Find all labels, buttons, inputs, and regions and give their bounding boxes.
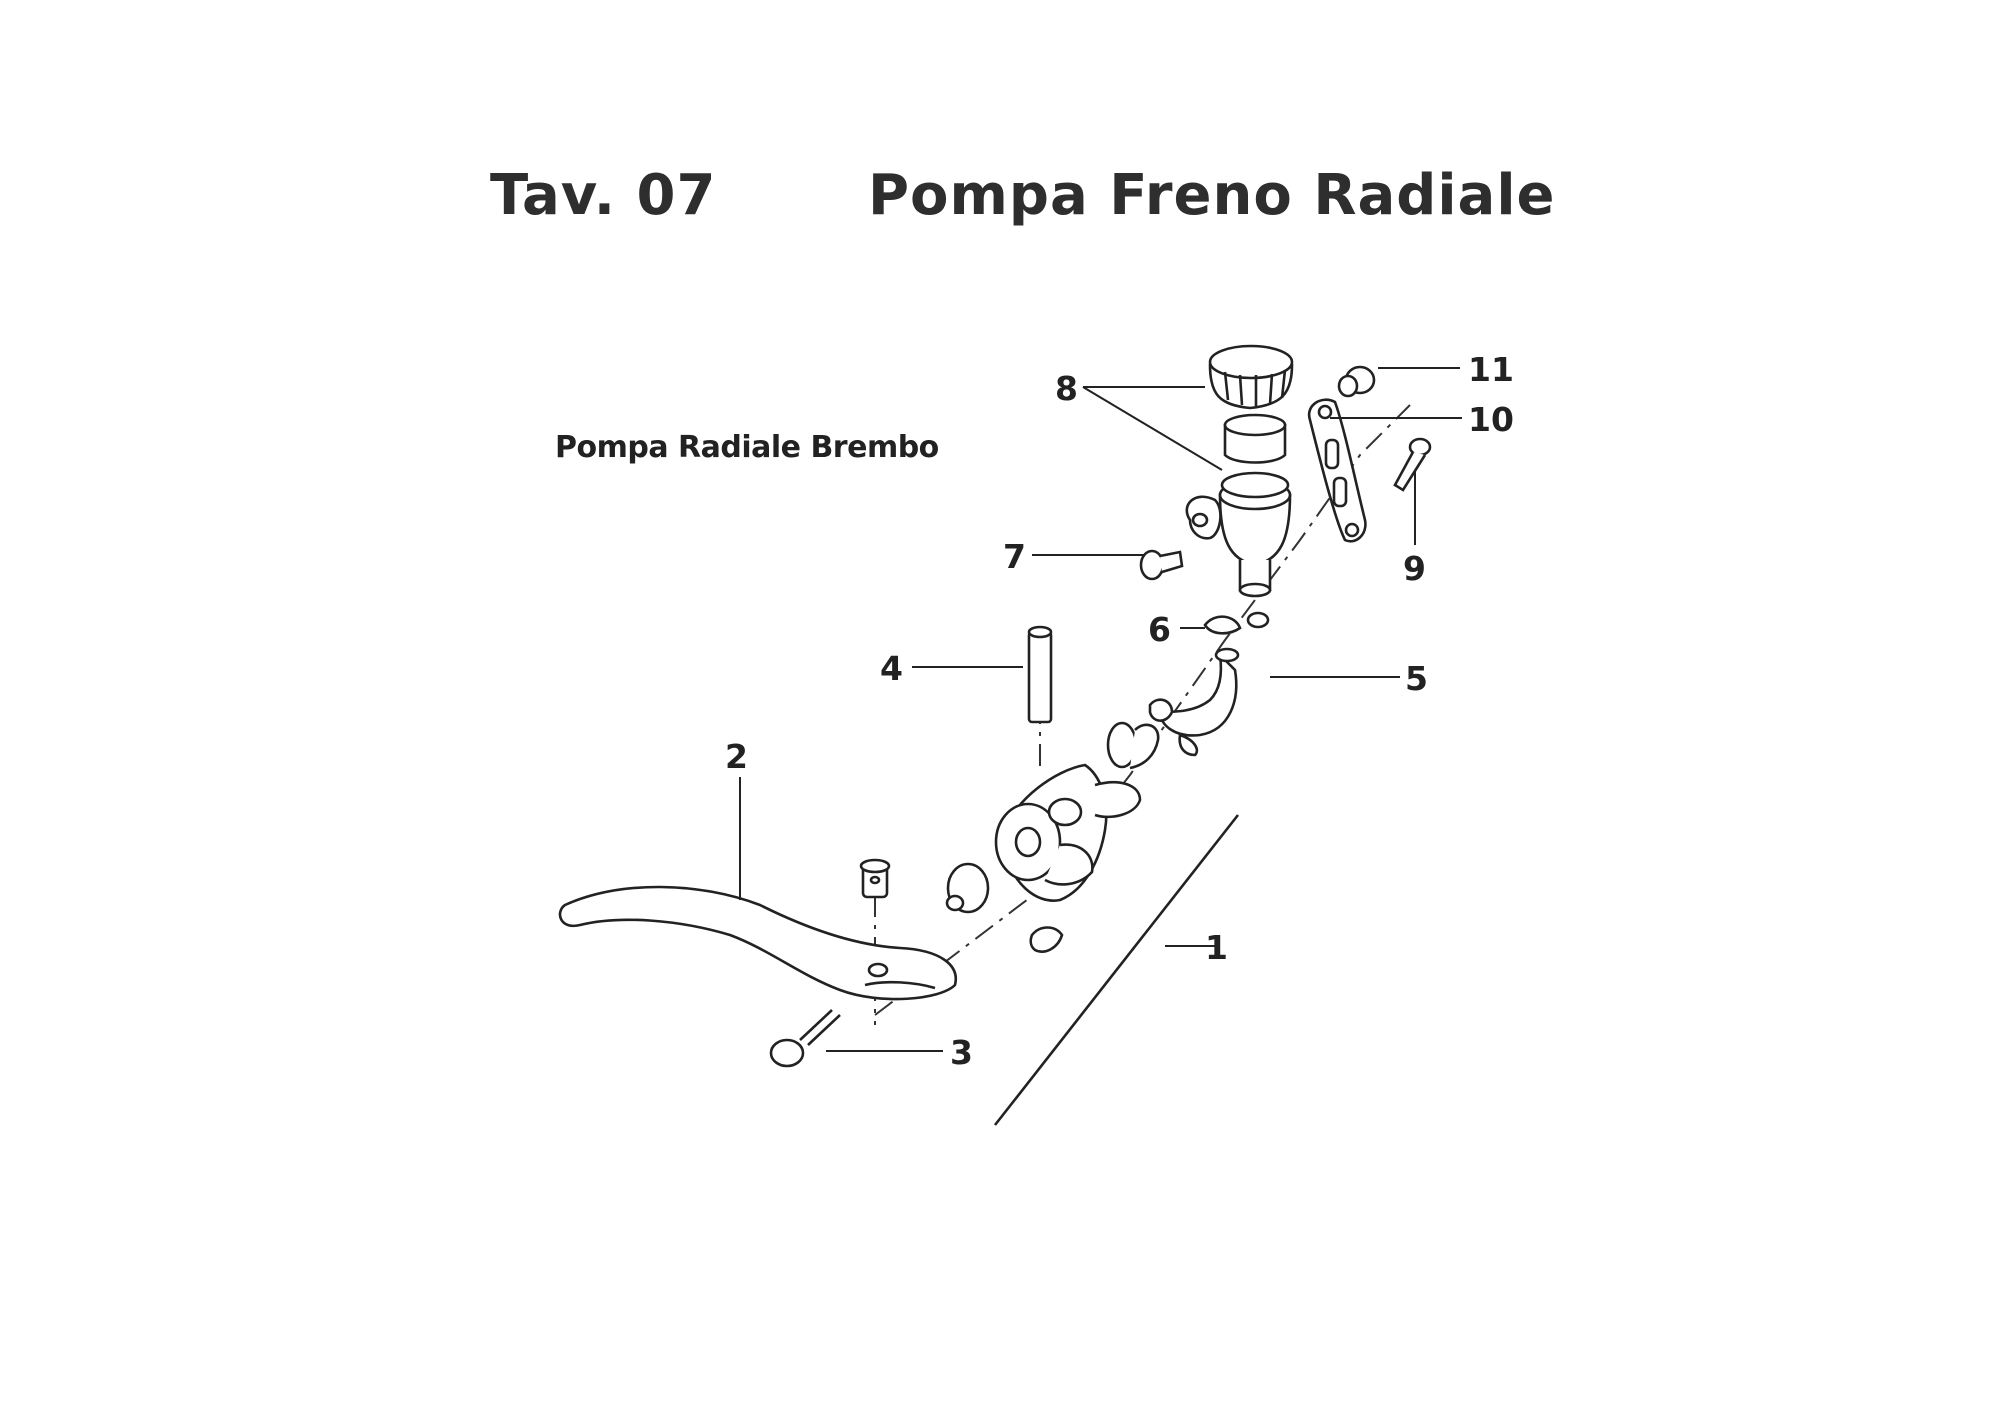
part-9-bracket-bolt [1393, 437, 1432, 492]
part-10-reservoir-bracket [1307, 398, 1367, 543]
callout-5: 5 [1405, 659, 1428, 698]
callout-10: 10 [1468, 400, 1514, 439]
part-3-pivot-screw [769, 1009, 841, 1068]
callout-9: 9 [1403, 549, 1426, 588]
part-4-pin [1027, 625, 1053, 724]
callout-11: 11 [1468, 350, 1514, 389]
mounting-clip [1029, 926, 1064, 953]
callout-4: 4 [880, 649, 903, 688]
table-number: Tav. 07 [490, 163, 717, 228]
leader-lines [739, 367, 1462, 1052]
part-1-handlebar [993, 814, 1240, 1126]
callout-7: 7 [1003, 537, 1026, 576]
part-2-brake-lever [558, 885, 958, 1001]
master-cylinder-body [994, 763, 1142, 902]
callout-8: 8 [1055, 369, 1078, 408]
part-5-reservoir-hose [1148, 647, 1240, 757]
part-8-fluid-reservoir [1185, 344, 1294, 598]
page-title: Pompa Freno Radiale [868, 163, 1556, 228]
callout-6: 6 [1148, 610, 1171, 649]
part-6-hose-clamp [1203, 611, 1270, 635]
callout-1: 1 [1205, 928, 1228, 967]
pipe-fitting [1106, 721, 1160, 770]
part-11-nut [1337, 365, 1376, 398]
callout-3: 3 [950, 1033, 973, 1072]
diagram-subtitle: Pompa Radiale Brembo [555, 430, 939, 465]
assembly-axis [874, 404, 1411, 1016]
lever-adjuster-bushing [859, 858, 891, 899]
callout-labels: 1 2 3 4 5 6 7 8 9 10 11 [725, 350, 1514, 1072]
callout-2: 2 [725, 737, 748, 776]
part-7-reservoir-screw [1139, 549, 1184, 581]
dust-boot [945, 862, 990, 914]
